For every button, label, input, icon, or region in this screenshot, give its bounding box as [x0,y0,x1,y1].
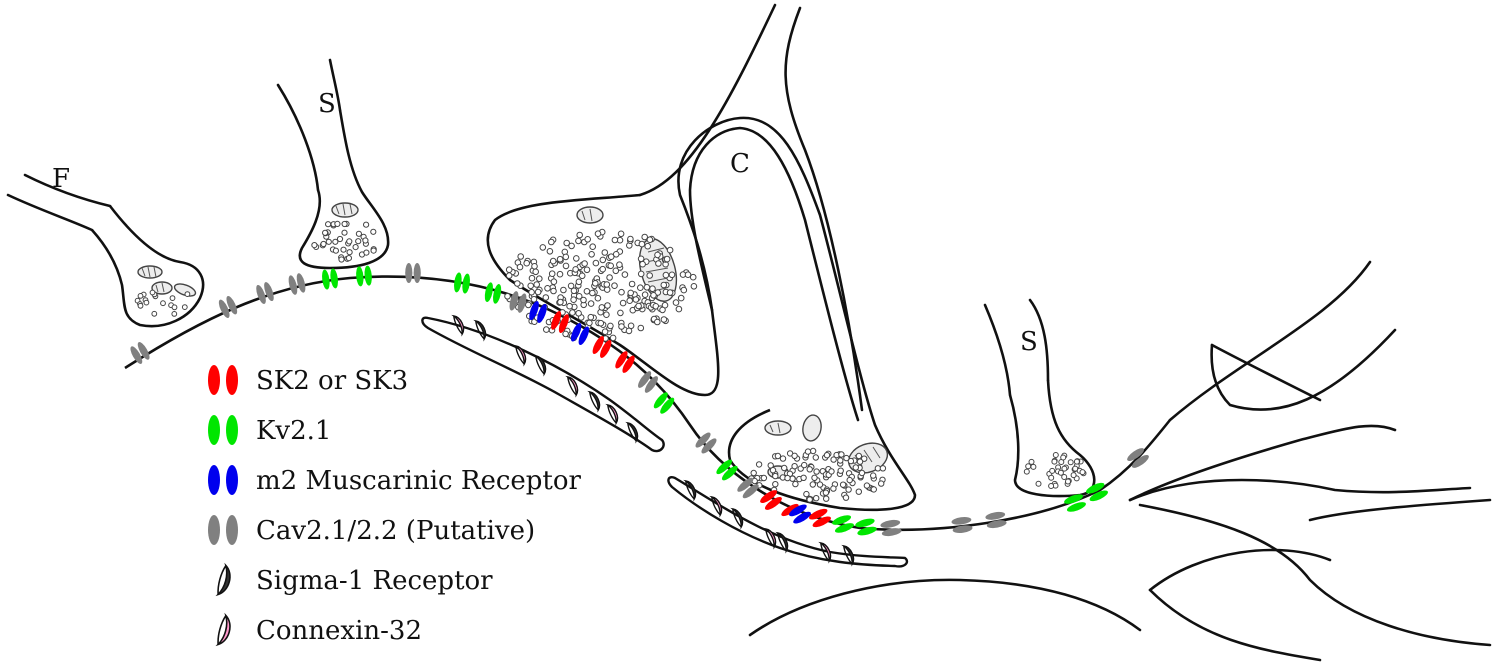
sigma-receptor [730,507,744,530]
terminal-label-F: F [52,164,70,194]
dendrite-branches [748,260,1492,662]
terminal-C-inner-loop [688,126,860,422]
legend-item: Connexin-32 [215,612,422,647]
channel-pair [529,301,547,323]
terminal-F-axon-lower [6,193,94,232]
terminal-F: F [6,164,205,328]
cistern-proteins [451,314,855,567]
channel-pair [832,515,854,533]
terminal-F-axon-upper [23,173,112,208]
connexin [565,375,579,398]
terminal-S-left-mitochondrion [331,202,359,218]
legend-label: SK2 or SK3 [256,366,408,396]
channel-pair [484,282,502,304]
terminal-S-right-axon-1 [983,303,1012,397]
legend-item: Cav2.1/2.2 (Putative) [208,515,535,546]
terminal-S-left-bouton [298,109,390,270]
channel-pair [356,265,372,287]
channel-pair [1127,448,1149,468]
sigma-receptor [625,421,639,444]
terminal-S-right-vesicles [1023,452,1087,489]
channel-pair [405,263,421,283]
legend-label: Sigma-1 Receptor [256,566,493,596]
terminal-C: C [486,3,917,512]
terminal-label-S-left: S [318,89,336,119]
channel-pair [288,273,306,295]
channel-pair [218,296,238,318]
terminal-C-axon-left [638,3,777,197]
subsurface-cistern-1 [421,316,665,453]
channel-pair [1064,494,1086,512]
terminal-C-upper-bouton [486,116,917,512]
terminal-label-S-right: S [1020,327,1038,357]
channel-pair [880,519,902,537]
sigma-receptor [841,544,855,567]
terminal-label-C: C [730,149,750,179]
connexin [763,527,777,550]
channel-pair [322,268,338,290]
legend-item: SK2 or SK3 [208,365,408,396]
channel-pair [809,508,831,528]
terminal-S-left-vesicles [311,220,377,263]
channel-pair-icon [208,415,238,445]
channel-pair [256,282,274,304]
legend-label: Connexin-32 [256,616,422,646]
channel-pair [951,517,973,533]
channel-pair-icon [208,365,238,395]
channel-pair [454,272,470,294]
channel-single [781,503,799,517]
terminal-C-upper-vesicles [504,228,698,342]
sigma-receptor [775,531,789,554]
terminal-S-right-axon-2 [1028,298,1050,382]
connexin [818,541,832,564]
terminal-F-mitochondria [137,265,197,297]
channel-pair-icon [208,515,238,545]
channel-pair [716,459,738,481]
channel-pair [695,432,717,454]
channel-pair-icon [208,465,238,495]
connexin [513,344,527,367]
sigma-receptor [533,354,547,377]
channel-pair [760,490,782,510]
connexin [451,314,465,337]
sigma-receptor [473,319,487,342]
channel-pair [789,504,811,524]
channel-pair [509,291,527,313]
channel-pair [615,351,635,373]
legend-label: Kv2.1 [256,416,331,446]
terminal-F-vesicles [134,289,191,317]
channel-pair [592,336,612,358]
channel-pair [551,311,569,333]
terminal-C-axon-right [784,6,864,412]
terminal-C-lower-vesicles [748,447,887,503]
channel-pair [985,511,1007,529]
channel-pair [638,371,658,393]
terminal-S-right: S [983,298,1096,498]
legend-item: Sigma-1 Receptor [215,562,493,597]
terminal-S-left-axon-1 [276,83,320,192]
terminal-S-left-axon-2 [328,58,342,112]
channel-pair [653,392,675,414]
terminal-S-left: S [276,58,390,270]
legend-label: Cav2.1/2.2 (Putative) [256,516,535,546]
connexin [709,495,723,518]
connexin-icon [215,612,231,647]
connexin [605,403,619,426]
legend-item: Kv2.1 [208,415,331,446]
channel-pair [855,518,877,536]
channel-pair [737,477,759,499]
channel-pair [130,342,150,364]
sigma-receptor-icon [215,562,231,597]
sigma-receptor [683,479,697,502]
channel-pair [570,323,590,345]
ion-channels [130,263,1149,537]
legend-item: m2 Muscarinic Receptor [208,465,582,496]
legend-label: m2 Muscarinic Receptor [256,466,582,496]
channel-pair [1086,482,1108,502]
sigma-receptor [587,390,601,413]
